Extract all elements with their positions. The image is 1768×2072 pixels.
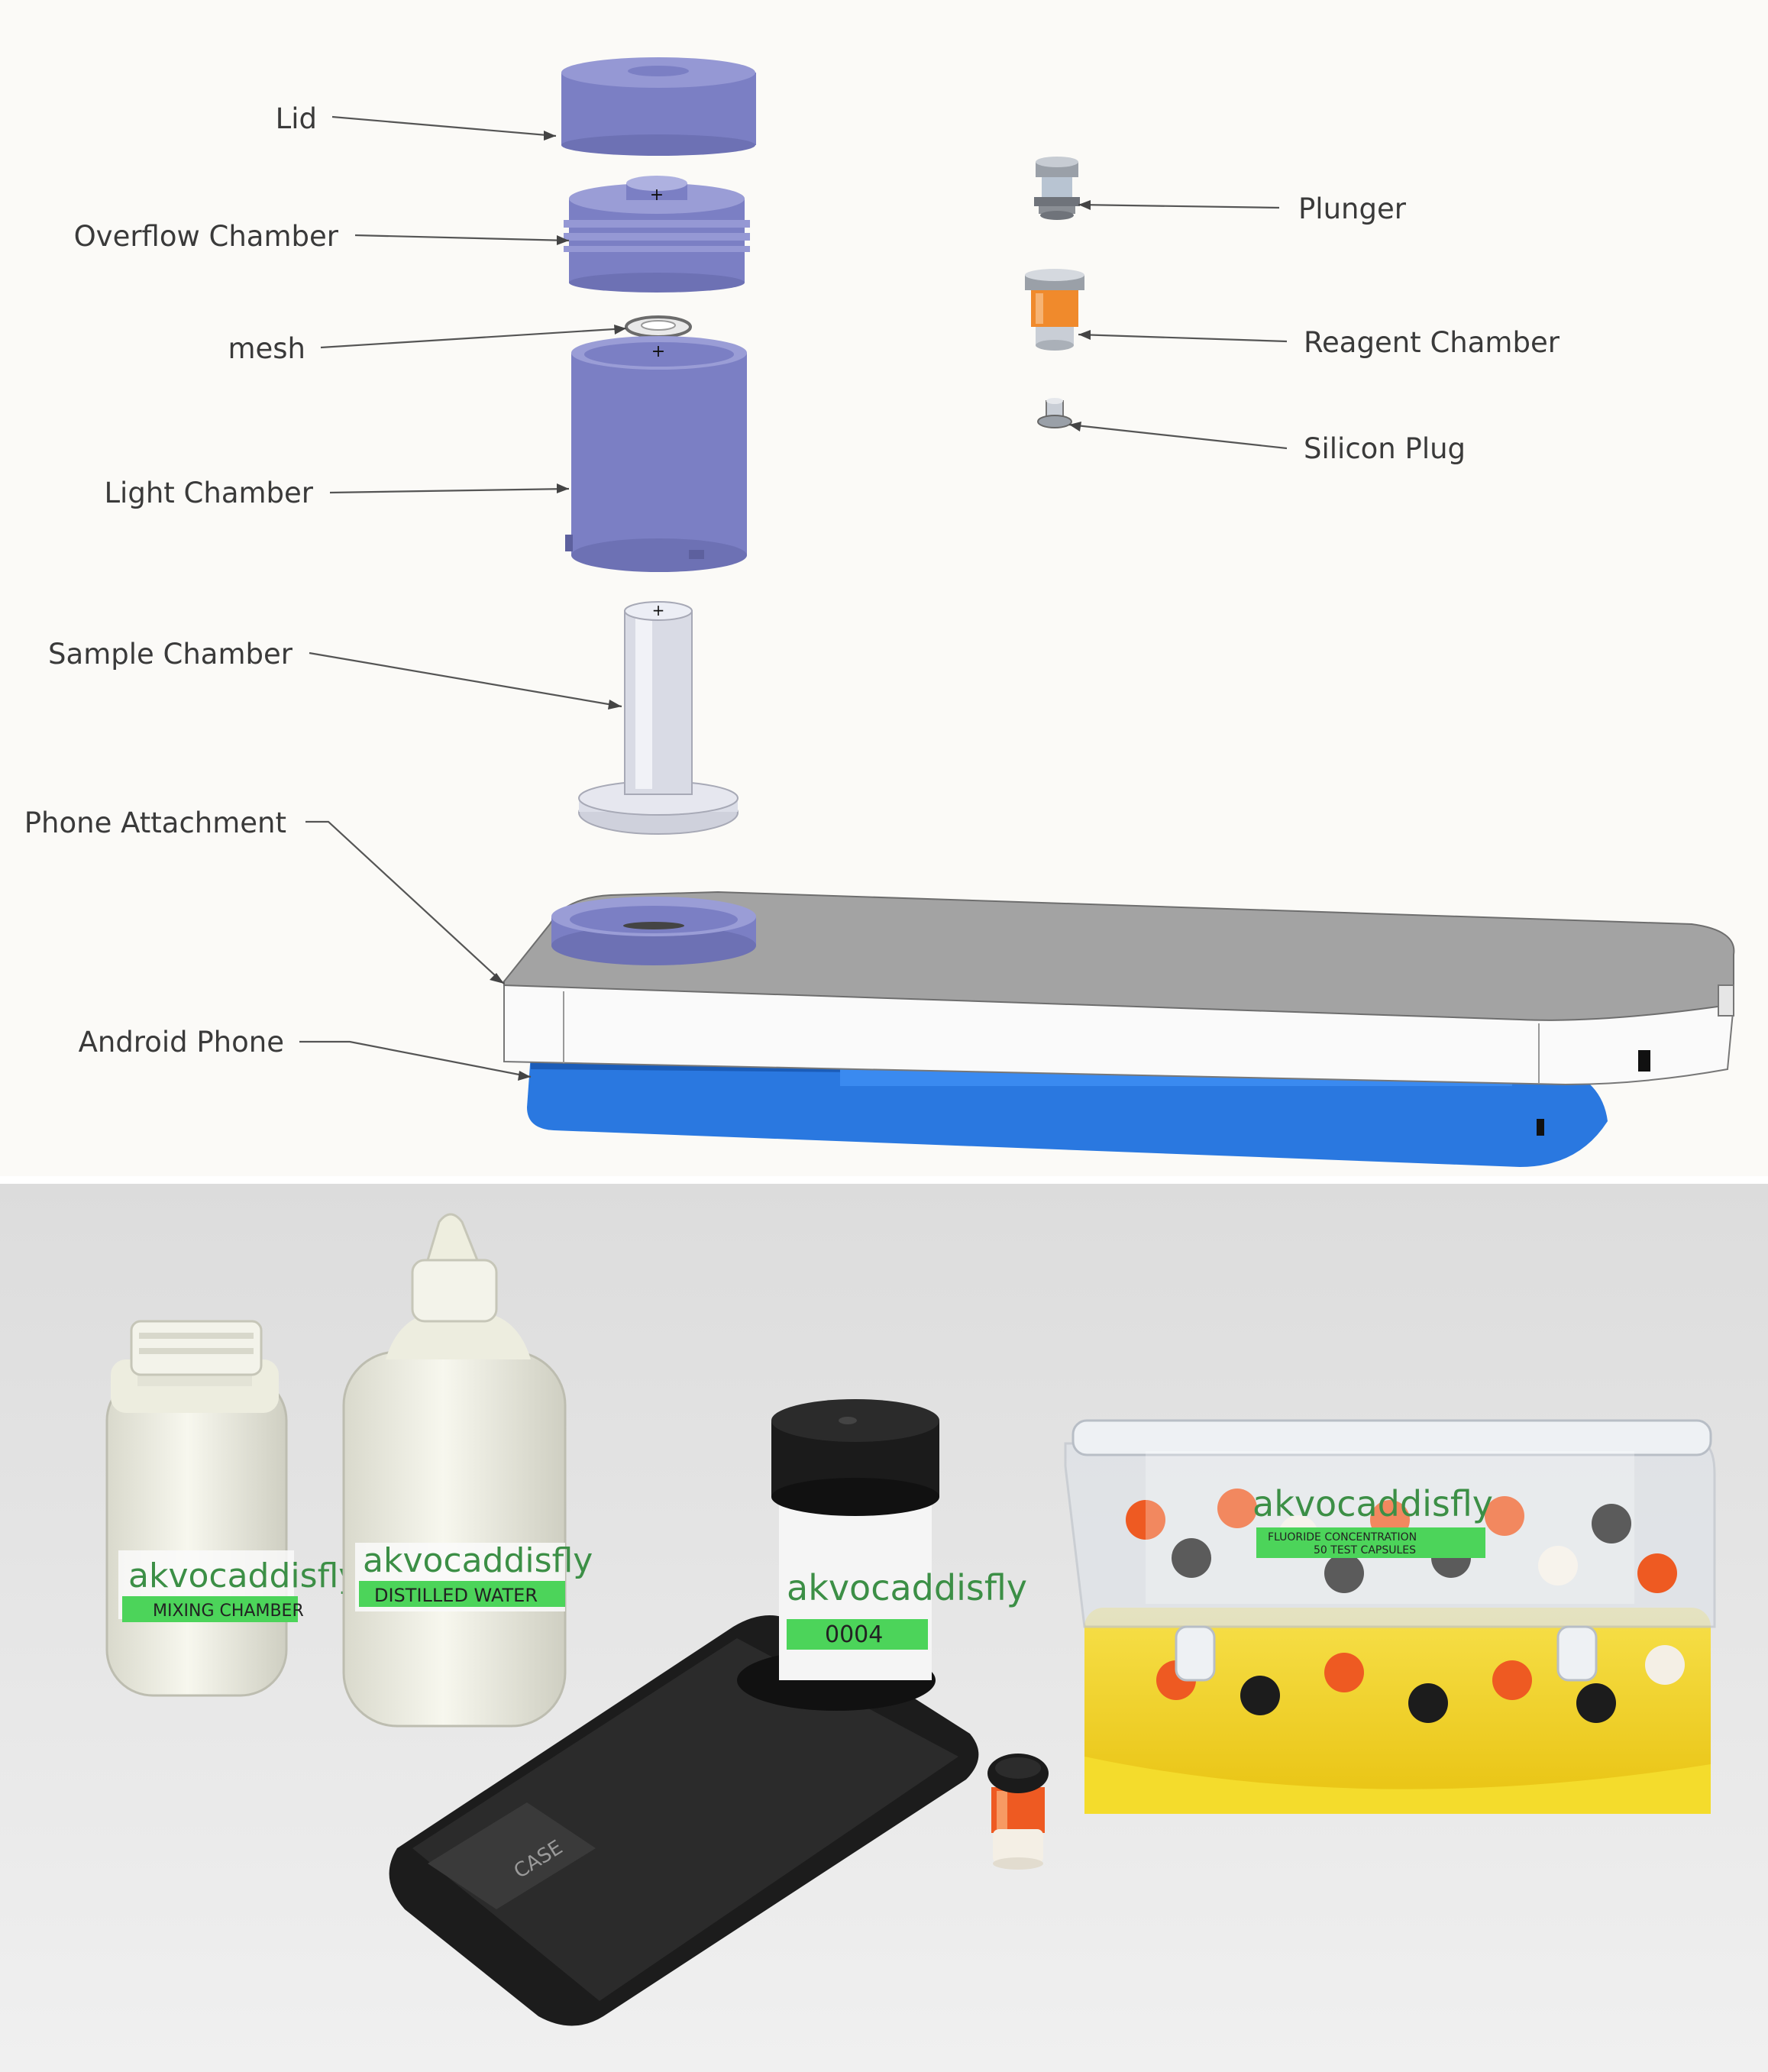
distilled-water-bottle: akvocaddisfly DISTILLED WATER [342,1213,593,1728]
caddisfly-device: akvocaddisfly 0004 [737,1399,1027,1711]
light-chamber-part: + [565,336,747,572]
label-phone-attachment: Phone Attachment [24,806,286,839]
phone-assembly [503,891,1735,1167]
device-label: 0004 [825,1621,883,1648]
overflow-chamber-part: + [564,176,750,293]
leader-lines [299,115,1288,1081]
product-photo: akvocaddisfly MIXING CHAMBER akvocaddisf… [0,1176,1768,2072]
svg-text:+: + [650,186,664,205]
label-mesh: mesh [228,332,305,365]
svg-text:+: + [651,342,665,361]
lid-part [561,57,756,156]
capsule-box: akvocaddisfly FLUORIDE CONCENTRATION 50 … [1064,1419,1716,1814]
phone-in-case: CASE [389,1615,979,2026]
exploded-diagram: + + + [24,57,1735,1167]
mixing-bottle-label: MIXING CHAMBER [153,1602,304,1621]
label-android-phone: Android Phone [79,1026,284,1059]
silicon-plug-part [1037,398,1072,428]
distilled-bottle-brand: akvocaddisfly [363,1541,593,1580]
label-sample-chamber: Sample Chamber [48,638,293,671]
box-brand: akvocaddisfly [1252,1483,1493,1524]
mixing-bottle-brand: akvocaddisfly [128,1556,358,1595]
label-reagent-chamber: Reagent Chamber [1304,326,1560,359]
box-label-line2: 50 TEST CAPSULES [1314,1544,1416,1556]
svg-text:+: + [652,601,665,619]
reagent-chamber-part [1025,269,1084,351]
mesh-part [625,315,692,338]
device-brand: akvocaddisfly [787,1567,1027,1608]
label-lid: Lid [276,102,317,135]
sample-chamber-part: + [578,601,739,835]
label-silicon-plug: Silicon Plug [1304,432,1466,465]
mixing-bottle: akvocaddisfly MIXING CHAMBER [105,1320,358,1697]
plunger-part [1034,157,1080,220]
reagent-capsule [987,1754,1049,1870]
label-light-chamber: Light Chamber [104,477,313,509]
box-label-line1: FLUORIDE CONCENTRATION [1268,1531,1417,1543]
label-plunger: Plunger [1298,192,1407,225]
distilled-bottle-label: DISTILLED WATER [374,1585,538,1606]
label-overflow-chamber: Overflow Chamber [74,220,339,253]
